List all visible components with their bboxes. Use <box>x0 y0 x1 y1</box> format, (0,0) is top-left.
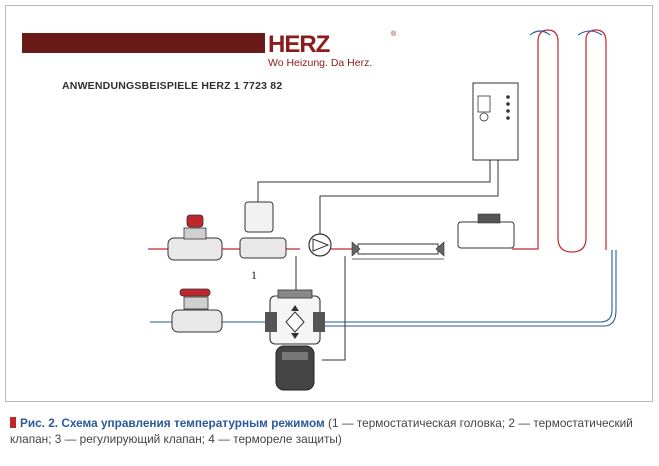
brand-slogan: Wo Heizung. Da Herz. <box>268 57 373 69</box>
caption-title: Рис. 2. Схема управления температурным р… <box>20 416 325 430</box>
return-pipe <box>150 30 617 327</box>
supply-pipe <box>148 29 607 253</box>
registered-mark: ® <box>391 31 397 38</box>
circulation-pump <box>308 233 332 257</box>
control-wiring <box>257 160 499 361</box>
component-label-1: 1 <box>251 268 257 282</box>
balancing-valve-lower <box>171 288 223 333</box>
figure-frame <box>5 5 653 402</box>
safety-thermostat <box>457 213 515 249</box>
herz-logo: HERZ <box>268 31 330 58</box>
balancing-valve-upper <box>167 214 223 261</box>
brand-bar <box>22 33 265 53</box>
caption-bullet-icon <box>10 417 16 428</box>
figure-caption: Рис. 2. Схема управления температурным р… <box>10 415 652 447</box>
caption-details: (1 — термостатическая головка; 2 — термо… <box>10 416 633 446</box>
mixing-valve <box>265 289 325 391</box>
thermostatic-valve <box>239 201 287 259</box>
heat-exchanger <box>351 241 445 260</box>
heating-diagram <box>148 29 617 391</box>
controller-box <box>472 82 519 161</box>
diagram-title: ANWENDUNGSBEISPIELE HERZ 1 7723 82 <box>62 80 283 92</box>
